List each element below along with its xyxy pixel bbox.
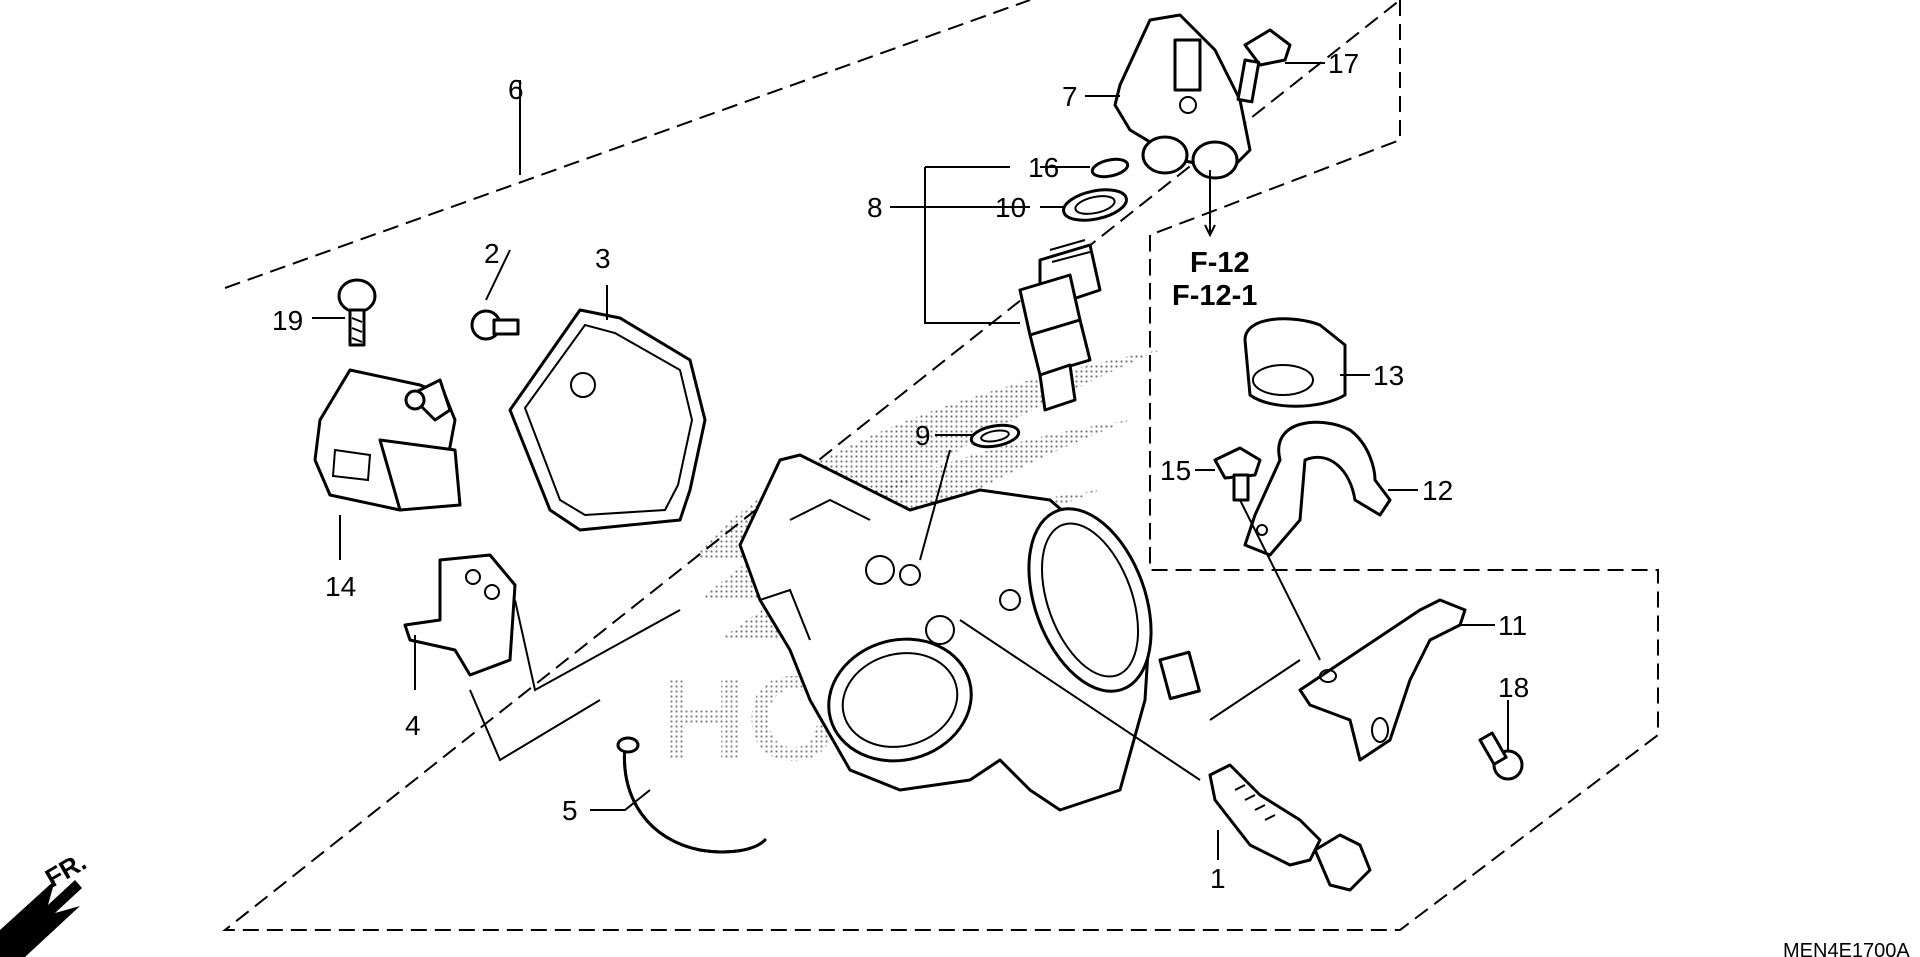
injector-8 (1018, 239, 1102, 412)
diagram-code: MEN4E1700A (1783, 940, 1910, 957)
reference-f12-1: F-12-1 (1172, 280, 1257, 312)
throttle-position-sensor-14 (313, 368, 462, 512)
hose-5 (616, 736, 767, 854)
callout-5: 5 (562, 795, 578, 826)
front-arrow-icon (0, 880, 82, 957)
bolt-15 (1213, 446, 1262, 502)
callout-15: 15 (1160, 455, 1191, 486)
sensor-cover-3 (508, 308, 707, 532)
reference-f12: F-12 (1190, 247, 1250, 279)
o-ring-16 (1090, 157, 1130, 179)
callout-10: 10 (995, 192, 1026, 223)
screw-19 (337, 278, 377, 347)
grommet-13 (1243, 317, 1347, 408)
callout-2: 2 (484, 238, 500, 269)
throttle-body (738, 453, 1201, 812)
callout-16: 16 (1028, 152, 1059, 183)
injector-joint-7 (1113, 13, 1252, 180)
callout-14: 14 (325, 571, 356, 602)
callout-1: 1 (1210, 863, 1226, 894)
screw-2 (470, 309, 520, 341)
clamp-12 (1243, 420, 1392, 557)
callout-3: 3 (595, 243, 611, 274)
sensor-1 (1208, 763, 1372, 892)
callout-12: 12 (1422, 475, 1453, 506)
callout-17: 17 (1328, 48, 1359, 79)
callout-6: 6 (508, 74, 524, 105)
o-ring-9 (969, 423, 1021, 449)
front-direction-label: FR. (40, 846, 91, 893)
leader-lines (312, 62, 1509, 860)
callout-19: 19 (272, 305, 303, 336)
callout-4: 4 (405, 710, 421, 741)
callout-18: 18 (1498, 672, 1529, 703)
callout-7: 7 (1062, 81, 1078, 112)
bolt-18 (1478, 731, 1524, 781)
callout-8: 8 (867, 192, 883, 223)
stay-11 (1298, 598, 1467, 762)
callout-13: 13 (1373, 360, 1404, 391)
bracket-4 (403, 553, 517, 677)
bolt-17 (1236, 28, 1292, 104)
assembly-group-outline (222, 0, 1659, 931)
callout-9: 9 (915, 420, 931, 451)
o-ring-10 (1062, 188, 1128, 222)
callout-11: 11 (1498, 610, 1527, 641)
